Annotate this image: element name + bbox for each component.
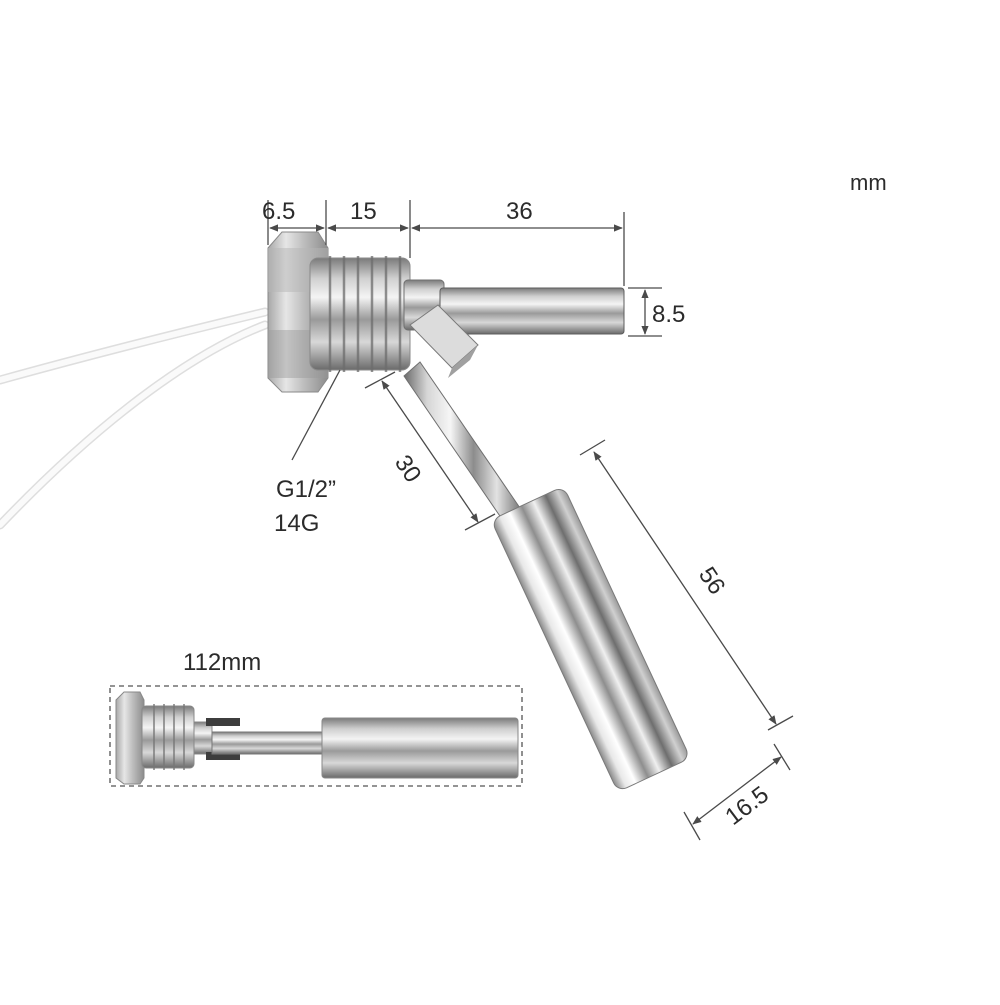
inset-straight-view	[109, 685, 523, 787]
thread-spec-line2: 14G	[274, 510, 319, 537]
thread-spec-line1: G1/2”	[276, 476, 336, 503]
dimension-lines	[267, 200, 794, 841]
unit-label: mm	[850, 170, 887, 195]
inset-total-length-label: 112mm	[183, 649, 261, 676]
threaded-body	[309, 256, 411, 372]
dim-stem-label: 30	[389, 450, 426, 487]
float-cylinder	[493, 488, 688, 790]
dim-thread-label: 15	[350, 198, 377, 225]
lead-wires	[0, 307, 270, 530]
dim-arm-diameter-label: 8.5	[652, 301, 685, 328]
dim-float-length-label: 56	[693, 562, 730, 599]
hinge-block	[409, 304, 479, 378]
dim-float-diameter-label: 16.5	[720, 781, 774, 831]
dim-hex-nut-label: 6.5	[262, 198, 295, 225]
dim-arm-length-label: 36	[506, 198, 533, 225]
